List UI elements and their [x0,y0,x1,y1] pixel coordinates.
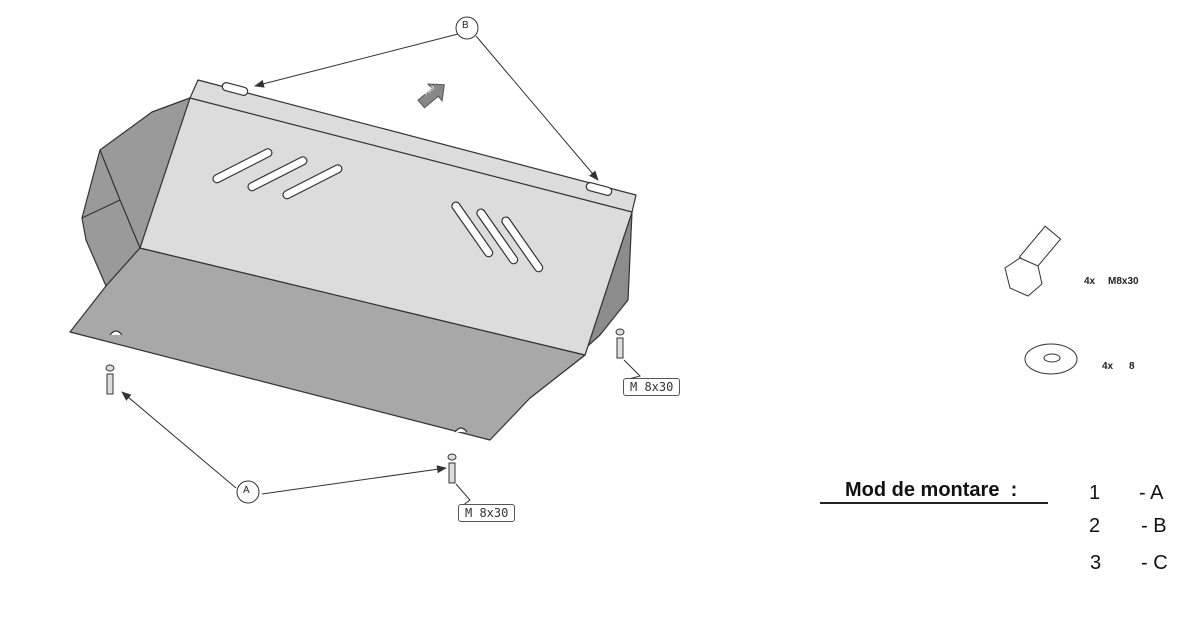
washer-part-icon [1024,343,1078,375]
washer-name: 8 [1129,361,1135,372]
forward-arrow-icon [417,83,445,109]
step-number: 2 [1089,515,1101,537]
bolt-name: M8x30 [1108,276,1139,287]
step-letter: - A [1139,482,1164,504]
bolt-callout: M 8x30 [623,378,681,396]
washer-qty: 4x [1102,361,1114,372]
mounting-title: Mod de montare : [845,479,1018,501]
step-number: 3 [1090,552,1102,574]
label-a: A [243,485,250,496]
bolt-callout: M 8x30 [458,504,516,522]
bolt-part-icon [1004,225,1062,297]
step-letter: - C [1141,552,1168,574]
label-b: B [462,20,469,31]
step-number: 1 [1089,482,1101,504]
step-letter: - B [1141,515,1167,537]
bolt-icon [105,328,625,484]
bolt-qty: 4x [1084,276,1096,287]
